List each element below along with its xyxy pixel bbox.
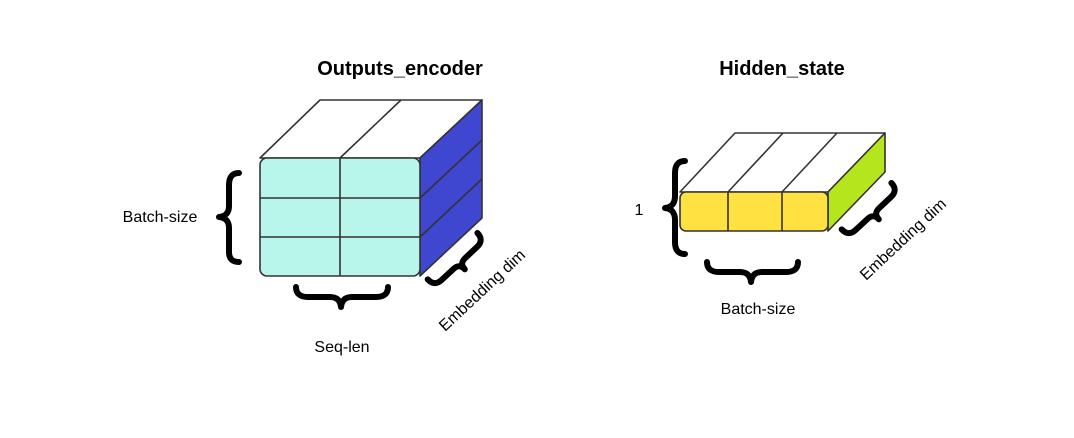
- encoder-batch-label: Batch-size: [123, 209, 198, 226]
- hidden-embedding-brace: [838, 179, 898, 237]
- hidden-batch-label: Batch-size: [721, 301, 796, 318]
- encoder-top-divider: [339, 99, 402, 159]
- encoder-embedding-label: Embedding dim: [436, 247, 529, 335]
- encoder-embedding-brace: [424, 229, 484, 287]
- hidden-top-divider: [781, 132, 838, 193]
- hidden-state-title: Hidden_state: [719, 58, 845, 80]
- hidden-top-divider: [727, 132, 784, 193]
- hidden-state-group: Hidden_state 1 Batch-size Embedding dim: [635, 58, 950, 318]
- encoder-seq-label: Seq-len: [314, 339, 369, 356]
- hidden-batch-brace: [704, 259, 801, 285]
- encoder-side-divider: [419, 139, 483, 199]
- outputs-encoder-group: Outputs_encoder Batch-size Seq-len Embed…: [123, 58, 529, 356]
- outputs-encoder-title: Outputs_encoder: [317, 58, 483, 80]
- hidden-one-label: 1: [635, 202, 644, 219]
- encoder-side-divider: [419, 178, 483, 238]
- hidden-front-face: [679, 191, 829, 232]
- encoder-seq-brace: [293, 284, 391, 310]
- encoder-batch-brace: [216, 170, 242, 265]
- hidden-embedding-label: Embedding dim: [857, 196, 950, 284]
- hidden-one-brace: [662, 158, 688, 257]
